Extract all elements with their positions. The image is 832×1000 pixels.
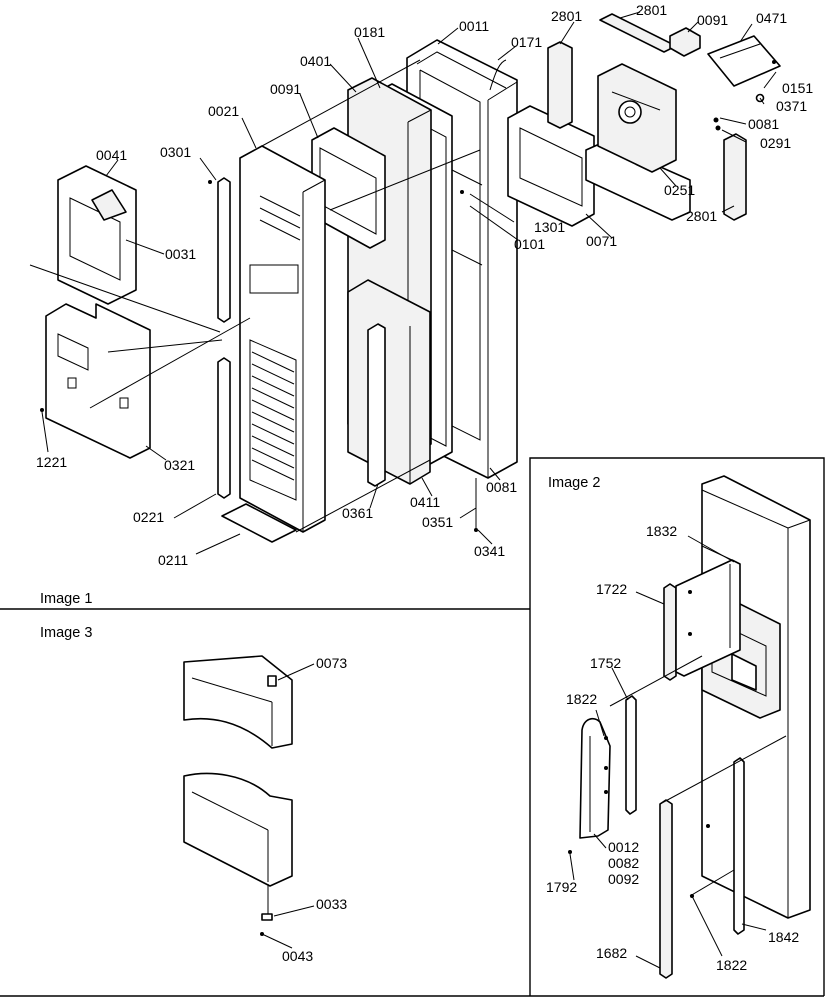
label-0291: 0291: [760, 135, 791, 151]
image3-parts: 0073 0033 0043: [183, 655, 347, 964]
rear-plate-0071: [507, 105, 691, 227]
label-0101: 0101: [514, 236, 545, 252]
label-0043: 0043: [282, 948, 313, 964]
control-box-0091: [669, 27, 701, 57]
label-0341: 0341: [474, 543, 505, 559]
trim-1842: [733, 757, 745, 935]
label-1832: 1832: [646, 523, 677, 539]
label-0181: 0181: [354, 24, 385, 40]
label-0351: 0351: [422, 514, 453, 530]
duct-covers-2801: [547, 13, 747, 221]
label-1221: 1221: [36, 454, 67, 470]
label-0071: 0071: [586, 233, 617, 249]
label-0151: 0151: [782, 80, 813, 96]
handle-1822: [579, 717, 611, 839]
door-panel-0411: [347, 279, 431, 485]
leader-lines-image3: [261, 663, 315, 949]
label-0251: 0251: [664, 182, 695, 198]
label-0411: 0411: [410, 494, 440, 510]
leader-lines-image1: [41, 11, 777, 555]
label-0171: 0171: [511, 34, 542, 50]
label-0211: 0211: [158, 552, 188, 568]
label-0033: 0033: [316, 896, 347, 912]
label-0471: 0471: [756, 10, 787, 26]
trim-1682: [659, 799, 673, 979]
upper-hinge-cover: [183, 655, 293, 749]
label-0091-a: 0091: [697, 12, 728, 28]
assembly-guide-lines: [29, 59, 481, 533]
label-0081-a: 0081: [748, 116, 779, 132]
label-0073: 0073: [316, 655, 347, 671]
divider-panel-0321: [45, 303, 151, 459]
light-housing-0471: [707, 35, 781, 87]
caption-image1: Image 1: [40, 591, 92, 607]
side-strips: [217, 177, 297, 543]
label-0371: 0371: [776, 98, 807, 114]
label-0091-b: 0091: [270, 81, 301, 97]
trim-1722: [663, 583, 677, 681]
lower-hinge-cover: [183, 772, 293, 936]
evaporator-cover-0041: [57, 165, 137, 305]
label-1682: 1682: [596, 945, 627, 961]
label-0012: 0012: [608, 839, 639, 855]
label-0092: 0092: [608, 871, 639, 887]
label-1822-b: 1822: [716, 957, 747, 973]
label-1842: 1842: [768, 929, 799, 945]
trim-1752: [625, 695, 637, 815]
label-0401: 0401: [300, 53, 331, 69]
label-2801-a: 2801: [551, 8, 582, 24]
label-0361: 0361: [342, 505, 373, 521]
label-1301: 1301: [534, 219, 565, 235]
labels-image2: 1832 1722 1752 1822 0012 0082 0092 1792 …: [546, 523, 799, 973]
leader-lines-image2: [569, 535, 767, 969]
trim-strip-0361: [367, 323, 386, 487]
label-0081-b: 0081: [486, 479, 517, 495]
shelf-ribs: [251, 195, 301, 481]
image1-parts: 2801 2801 0091 0471 0151 0371 0081 0291 …: [29, 2, 813, 568]
image2-parts: 1832 1722 1752 1822 0012 0082 0092 1792 …: [546, 475, 811, 979]
panel-frames: [0, 457, 825, 997]
label-2801-b: 2801: [636, 2, 667, 18]
label-2801-c: 2801: [686, 208, 717, 224]
label-1722: 1722: [596, 581, 627, 597]
label-0301: 0301: [160, 144, 191, 160]
labels-image3: 0073 0033 0043: [282, 655, 347, 964]
label-1752: 1752: [590, 655, 621, 671]
label-0321: 0321: [164, 457, 195, 473]
fasteners: [40, 59, 776, 532]
fan-motor-0251: [597, 63, 677, 173]
label-0021: 0021: [208, 103, 239, 119]
label-0221: 0221: [133, 509, 164, 525]
caption-image3: Image 3: [40, 625, 92, 641]
inner-liner-0021: [239, 145, 326, 533]
labels-image1: 2801 2801 0091 0471 0151 0371 0081 0291 …: [36, 2, 813, 568]
label-1822-a: 1822: [566, 691, 597, 707]
label-0031: 0031: [165, 246, 196, 262]
panel-captions: Image 1 Image 3 Image 2: [40, 475, 600, 641]
label-0041: 0041: [96, 147, 127, 163]
label-0011: 0011: [459, 18, 489, 34]
label-0082: 0082: [608, 855, 639, 871]
label-1792: 1792: [546, 879, 577, 895]
caption-image2: Image 2: [548, 475, 600, 491]
